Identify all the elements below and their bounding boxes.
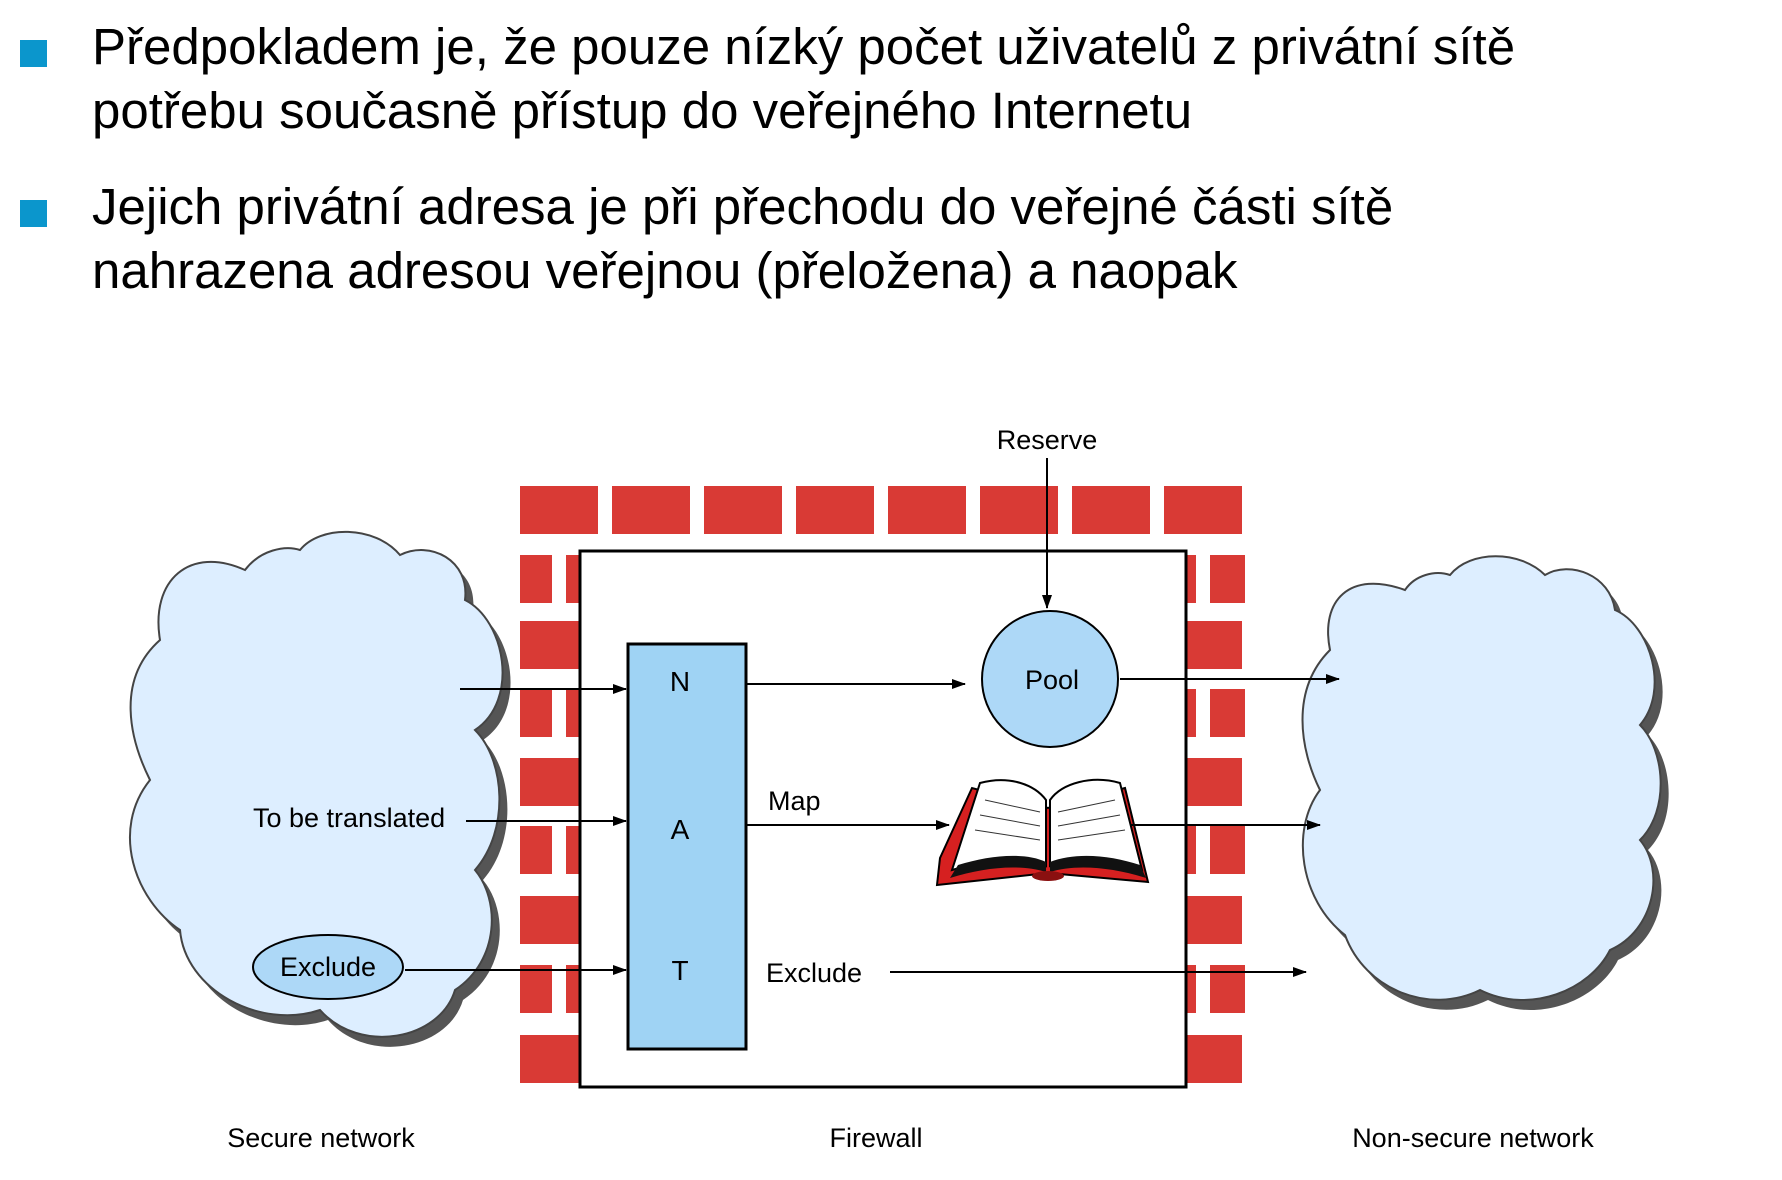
brick	[1072, 486, 1150, 534]
brick	[1210, 826, 1245, 874]
nat-letter-a: A	[671, 814, 690, 845]
non-secure-network-cloud	[1301, 555, 1669, 1011]
brick	[520, 486, 598, 534]
brick	[704, 486, 782, 534]
brick	[1210, 555, 1245, 603]
non-secure-network-label: Non-secure network	[1352, 1123, 1594, 1153]
brick	[796, 486, 874, 534]
pool-label: Pool	[1025, 665, 1079, 695]
secure-network-cloud	[128, 530, 511, 1047]
brick	[980, 486, 1058, 534]
map-label: Map	[768, 786, 821, 816]
brick	[888, 486, 966, 534]
book-icon	[935, 778, 1150, 887]
brick	[1164, 486, 1242, 534]
nat-letter-n: N	[670, 666, 690, 697]
exclude-inner-label: Exclude	[766, 958, 862, 988]
brick	[520, 826, 552, 874]
bullet-square-icon	[20, 200, 47, 227]
brick	[1210, 689, 1245, 737]
exclude-ellipse	[252, 934, 404, 1000]
bullet-text-line: nahrazena adresou veřejnou (přeložena) a…	[92, 242, 1238, 299]
connection-arrows	[405, 674, 1340, 977]
to-be-translated-label: To be translated	[253, 803, 445, 833]
bullet-text-line: potřebu současně přístup do veřejného In…	[92, 82, 1193, 139]
bullet-text-line: Předpokladem je, že pouze nízký počet už…	[92, 18, 1516, 75]
bullet-text-line: Jejich privátní adresa je při přechodu d…	[92, 178, 1394, 235]
exclude-ellipse-label: Exclude	[280, 952, 376, 982]
firewall-label: Firewall	[829, 1123, 922, 1153]
nat-letter-t: T	[671, 955, 688, 986]
brick	[520, 965, 552, 1013]
brick	[520, 689, 552, 737]
brick	[520, 555, 552, 603]
bullet-square-icon	[20, 40, 47, 67]
nat-box	[626, 642, 748, 1051]
pool-circle	[981, 610, 1119, 748]
reserve-label: Reserve	[997, 425, 1098, 455]
brick	[612, 486, 690, 534]
secure-network-label: Secure network	[227, 1123, 415, 1153]
